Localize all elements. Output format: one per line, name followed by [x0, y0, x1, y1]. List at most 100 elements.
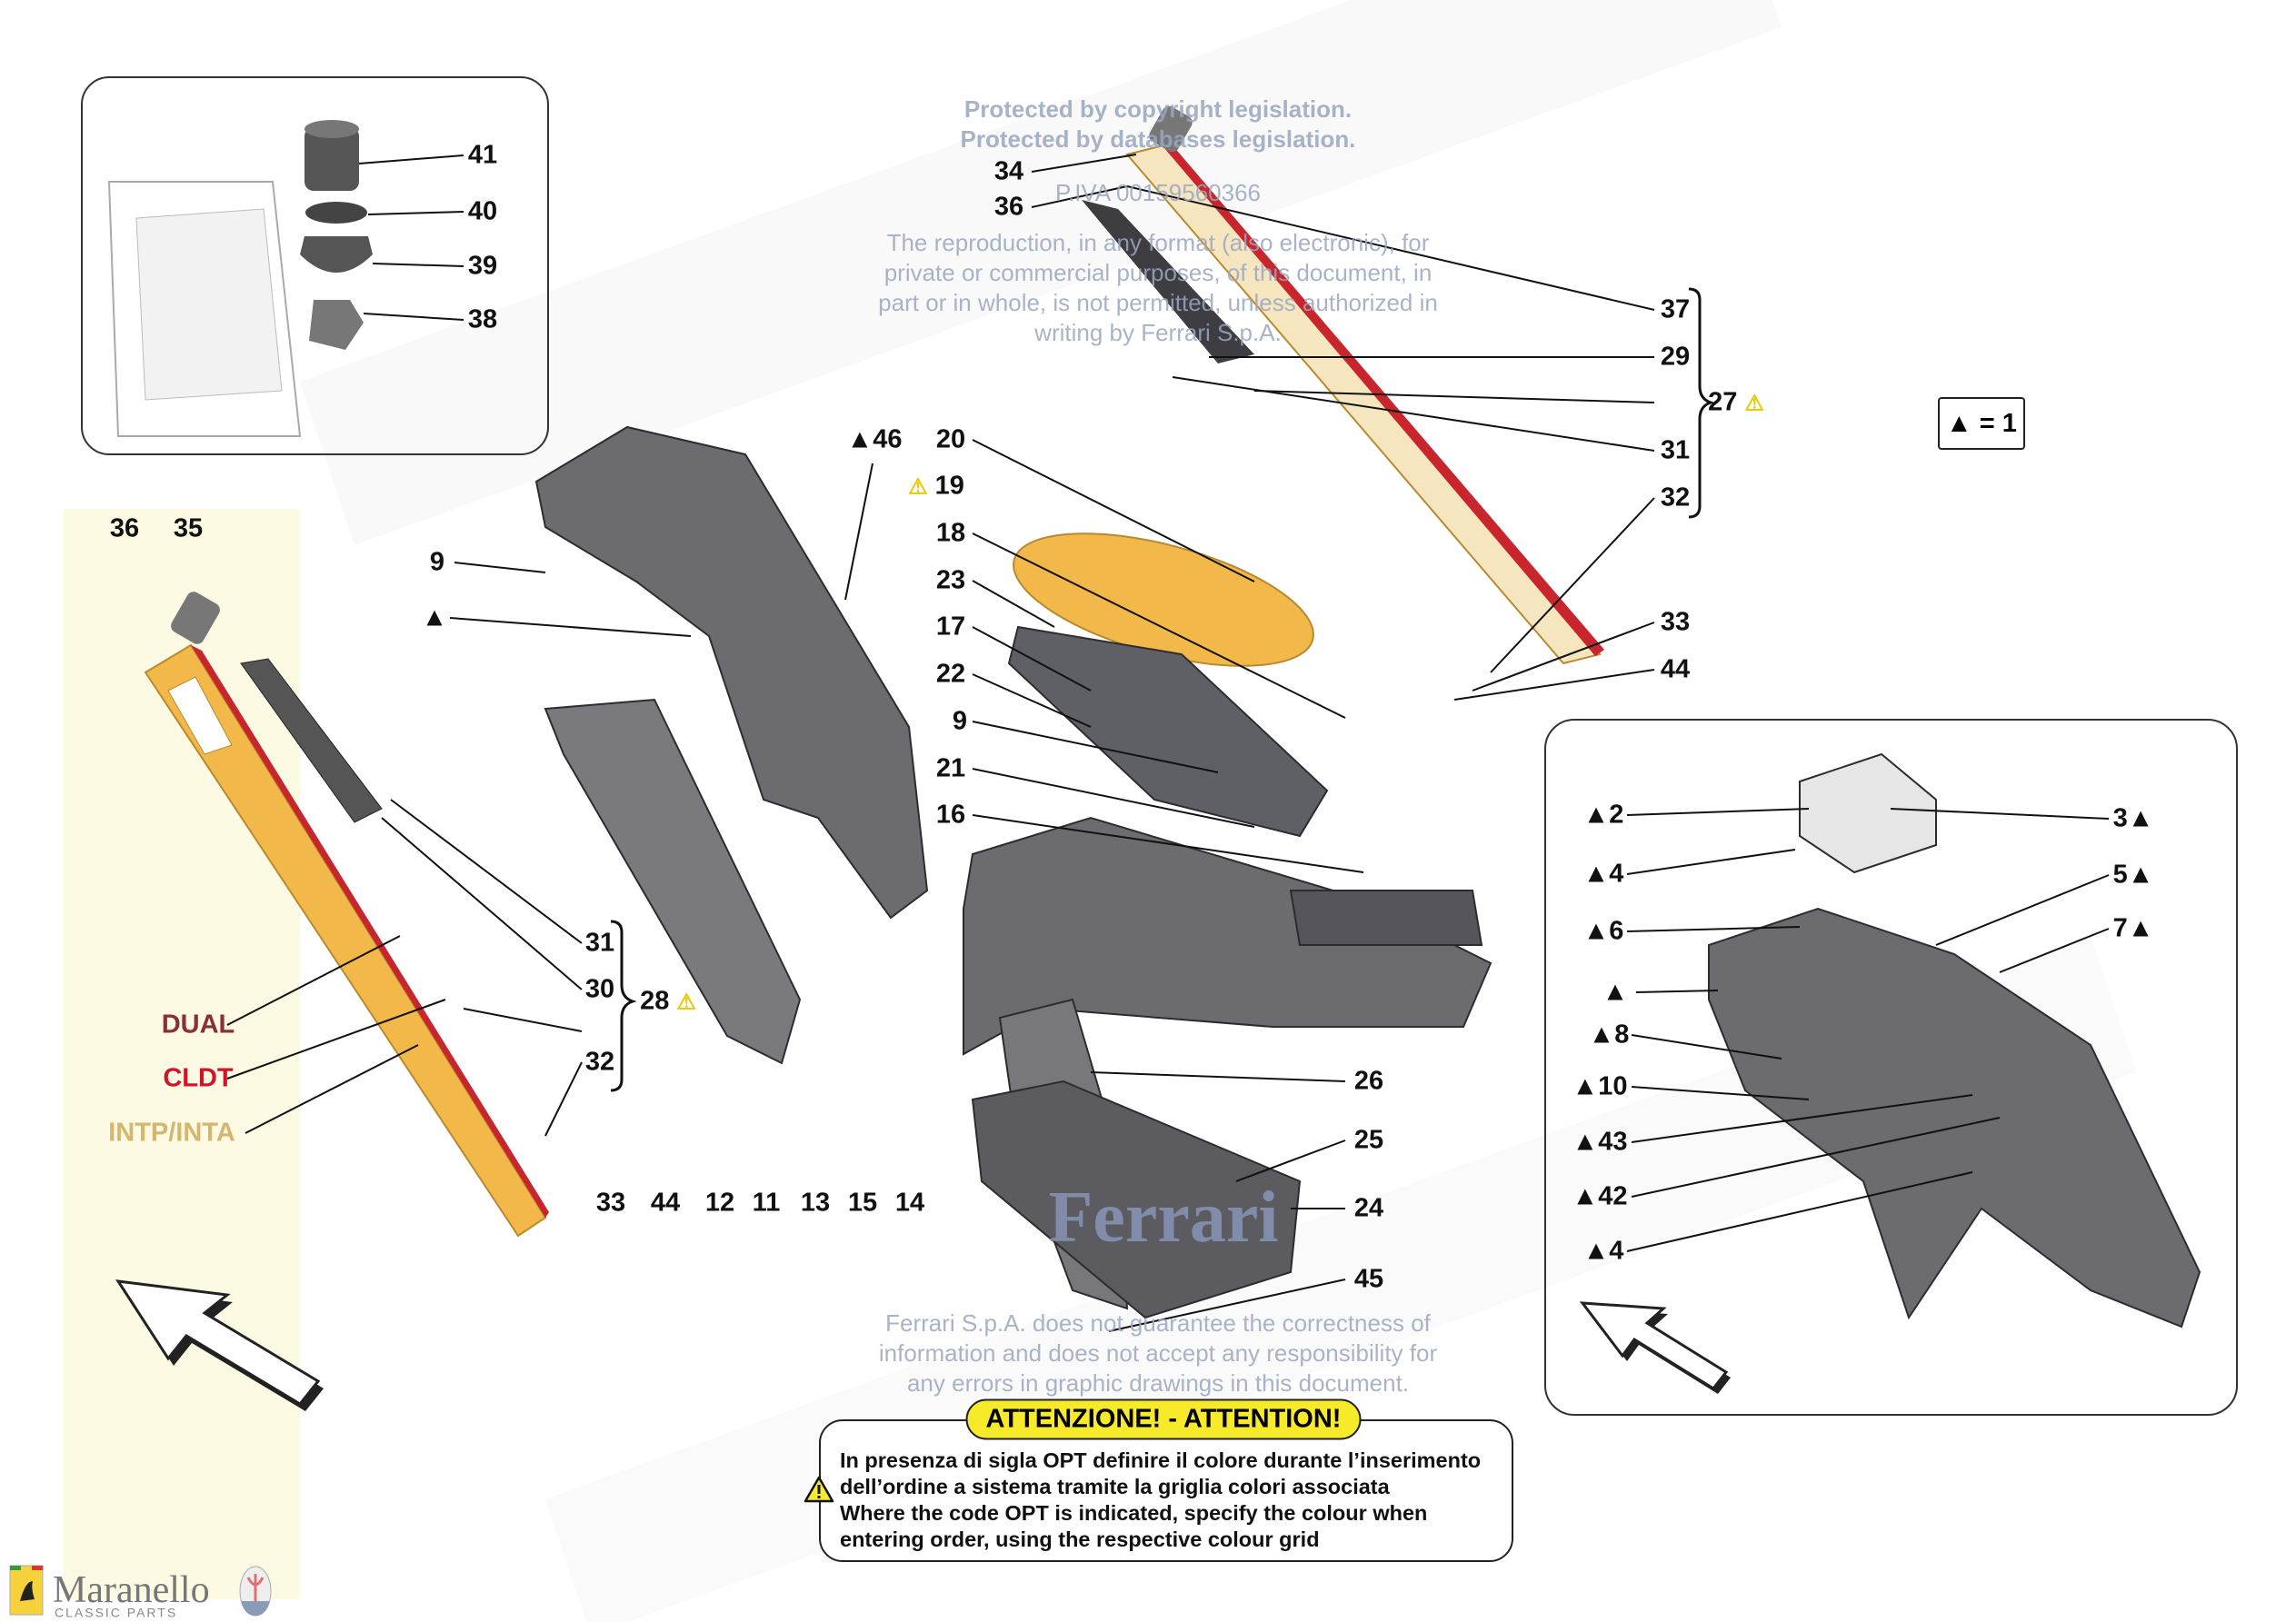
part-label: 28: [640, 986, 670, 1016]
part-label: ▲10: [1572, 1071, 1628, 1101]
part-label: ▲2: [1582, 800, 1624, 830]
part-label: 33: [1660, 607, 1691, 637]
center-console: [534, 425, 1492, 1319]
attention-line: Where the code OPT is indicated, specify…: [840, 1501, 1428, 1525]
maranello-logo-text: Maranello: [53, 1569, 210, 1611]
attention-line: dell’ordine a sistema tramite la griglia…: [840, 1475, 1390, 1498]
attention-box: [819, 1419, 1513, 1562]
part-label: 45: [1353, 1264, 1384, 1294]
attention-text: In presenza di sigla OPT definire il col…: [840, 1448, 1481, 1553]
part-label: 14: [894, 1188, 925, 1218]
part-label: ▲4: [1582, 859, 1624, 889]
part-label: ▲: [1602, 977, 1629, 1007]
watermark-line: Protected by databases legislation.: [960, 125, 1356, 153]
inset-frame-parts: [1708, 752, 2201, 1328]
part-label: ▲46: [846, 424, 903, 454]
cupholder-parts: [107, 120, 373, 437]
part-label: 11: [752, 1188, 781, 1218]
part-label-19: ⚠ 19: [908, 473, 964, 500]
part-label: 3▲: [2112, 803, 2154, 833]
part-label: 33: [595, 1188, 626, 1218]
part-label: 44: [650, 1188, 681, 1218]
watermark-line: part or in whole, is not permitted, unle…: [878, 289, 1438, 316]
watermark-copyright: Protected by copyright legislation. Prot…: [961, 95, 1356, 154]
watermark-line: Ferrari S.p.A. does not guarantee the co…: [885, 1309, 1431, 1337]
part-label: ▲6: [1582, 916, 1624, 946]
part-label: 44: [1660, 654, 1691, 684]
top-right-trim-panel: [1082, 105, 1604, 665]
part-label: 37: [1660, 294, 1691, 324]
part-label: 18: [935, 518, 966, 548]
leader-lines-inset: [358, 154, 464, 321]
part-label: 26: [1353, 1066, 1384, 1096]
part-label: 32: [584, 1047, 615, 1077]
part-label: 22: [935, 659, 966, 689]
part-group-label-27: 27 ⚠: [1708, 387, 1764, 417]
watermark-line: The reproduction, in any format (also el…: [886, 229, 1430, 256]
part-label: 12: [704, 1188, 735, 1218]
bracket-27: [1688, 287, 1715, 519]
leader-lines: [226, 154, 2110, 1332]
color-code-dual: DUAL: [161, 1010, 235, 1040]
part-label: 38: [467, 304, 498, 334]
part-label: 31: [1660, 435, 1691, 465]
warning-icon: ⚠: [908, 474, 928, 500]
part-label: 40: [467, 196, 498, 226]
part-label: 35: [173, 513, 204, 543]
part-label: 30: [584, 974, 615, 1004]
part-label: ▲: [421, 602, 448, 632]
watermark-ferrari-brand: Ferrari: [1048, 1178, 1279, 1258]
part-label: 36: [109, 513, 140, 543]
watermark-line: information and does not accept any resp…: [878, 1339, 1438, 1367]
part-label: 19: [934, 471, 964, 501]
part-label: 21: [935, 753, 966, 783]
legend-quantity: ▲ = 1: [1938, 397, 2025, 450]
watermark-piva: P.IVA 00159560366: [1054, 179, 1262, 206]
part-label: 25: [1353, 1125, 1384, 1155]
warning-icon: ⚠: [1744, 391, 1764, 416]
part-label: ▲42: [1572, 1181, 1628, 1211]
watermark-reproduction: The reproduction, in any format (also el…: [878, 228, 1438, 348]
direction-arrow-left: [115, 1279, 324, 1411]
ferrari-badge-logo: [9, 1565, 44, 1616]
attention-line: In presenza di sigla OPT definire il col…: [840, 1448, 1482, 1472]
warning-icon: ⚠: [676, 990, 696, 1015]
part-label: 20: [935, 424, 966, 454]
part-label: ▲4: [1582, 1236, 1624, 1266]
inset-box-frame: [1544, 719, 2238, 1416]
watermark-line: Protected by copyright legislation.: [963, 95, 1353, 123]
part-label: 7▲: [2112, 913, 2154, 943]
watermark-line: private or commercial purposes, of this …: [883, 259, 1433, 286]
maranello-logo-subtitle: CLASSIC PARTS: [55, 1605, 178, 1620]
part-group-label-28: 28 ⚠: [640, 986, 696, 1016]
part-label: 27: [1708, 387, 1738, 417]
part-label: 23: [935, 565, 966, 595]
watermark-disclaimer: Ferrari S.p.A. does not guarantee the co…: [879, 1309, 1437, 1398]
maserati-badge-logo: [239, 1566, 272, 1617]
direction-arrow-inset: [1579, 1301, 1731, 1394]
part-label: 16: [935, 800, 966, 830]
part-label: ▲43: [1572, 1127, 1628, 1157]
part-label: 24: [1353, 1193, 1384, 1223]
color-code-cldt: CLDT: [163, 1063, 234, 1093]
part-label: 29: [1660, 342, 1691, 372]
watermark-line: any errors in graphic drawings in this d…: [906, 1369, 1410, 1397]
part-label: 34: [993, 156, 1024, 186]
part-label: 39: [467, 251, 498, 281]
part-label: 41: [467, 140, 498, 170]
part-label: 13: [800, 1188, 831, 1218]
part-label: 5▲: [2112, 860, 2154, 890]
part-label: 15: [847, 1188, 878, 1218]
part-label: 32: [1660, 483, 1691, 512]
left-trim-panel: [144, 592, 549, 1238]
part-label: 9: [952, 706, 968, 736]
part-label: 9: [429, 547, 445, 577]
attention-title: ATTENZIONE! - ATTENTION!: [965, 1398, 1362, 1440]
part-label: ▲8: [1588, 1020, 1630, 1050]
attention-line: entering order, using the respective col…: [840, 1527, 1320, 1551]
watermark-line: writing by Ferrari S.p.A.: [1034, 319, 1282, 346]
part-label: 17: [935, 612, 966, 642]
part-label: 31: [584, 928, 615, 958]
part-label: 36: [993, 192, 1024, 222]
